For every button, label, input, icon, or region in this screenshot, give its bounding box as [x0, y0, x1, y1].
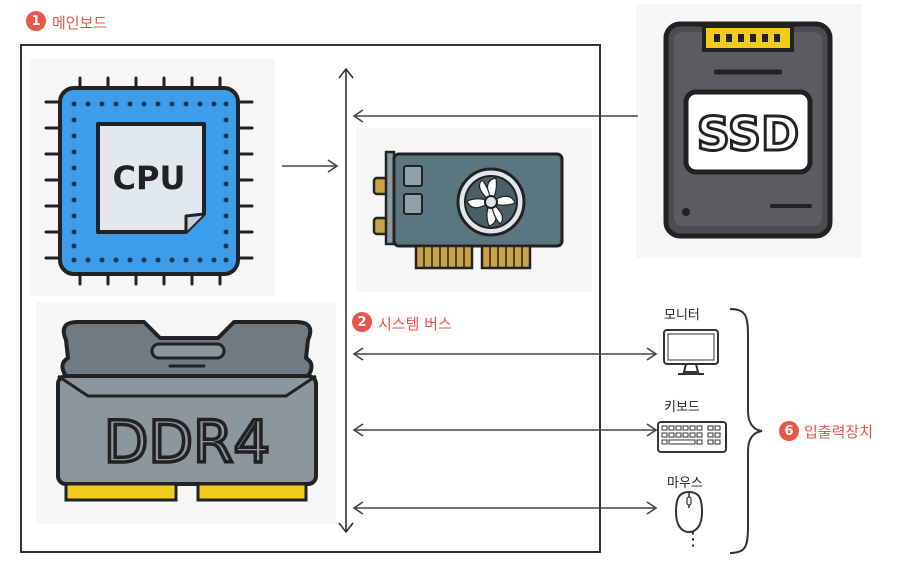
ssd-drive: SSD: [663, 21, 833, 239]
io-devices-number-badge: 6: [779, 421, 799, 441]
system-bus-number-badge: 2: [352, 312, 372, 332]
monitor-icon: [663, 329, 719, 375]
cpu-chip: CPU: [44, 76, 254, 286]
motherboard-number-badge: 1: [26, 11, 46, 31]
mouse-label: 마우스: [667, 476, 703, 491]
gpu-card: [372, 150, 564, 270]
monitor-label: 모니터: [664, 308, 700, 323]
more-devices-ellipsis: ⋮: [684, 529, 702, 550]
motherboard-frame: [20, 44, 601, 553]
io-devices-label: 입출력장치: [804, 423, 874, 441]
ram-label: DDR4: [104, 408, 271, 476]
bus-to-mouse-arrow: [352, 501, 658, 515]
keyboard-icon: [657, 421, 727, 453]
io-group-brace: [729, 308, 763, 554]
ssd-to-bus-arrow: [352, 109, 638, 123]
mouse-icon: [674, 490, 704, 534]
bus-to-keyboard-arrow: [352, 423, 658, 437]
cpu-to-gpu-arrow: [282, 159, 339, 173]
ram-module: DDR4: [56, 320, 318, 502]
motherboard-label: 메인보드: [52, 14, 108, 32]
cpu-label: CPU: [113, 159, 186, 197]
bus-to-monitor-arrow: [352, 347, 658, 361]
system-bus-line: [338, 67, 354, 534]
keyboard-label: 키보드: [664, 400, 700, 415]
system-bus-label: 시스템 버스: [378, 315, 452, 333]
ssd-label: SSD: [697, 107, 799, 161]
